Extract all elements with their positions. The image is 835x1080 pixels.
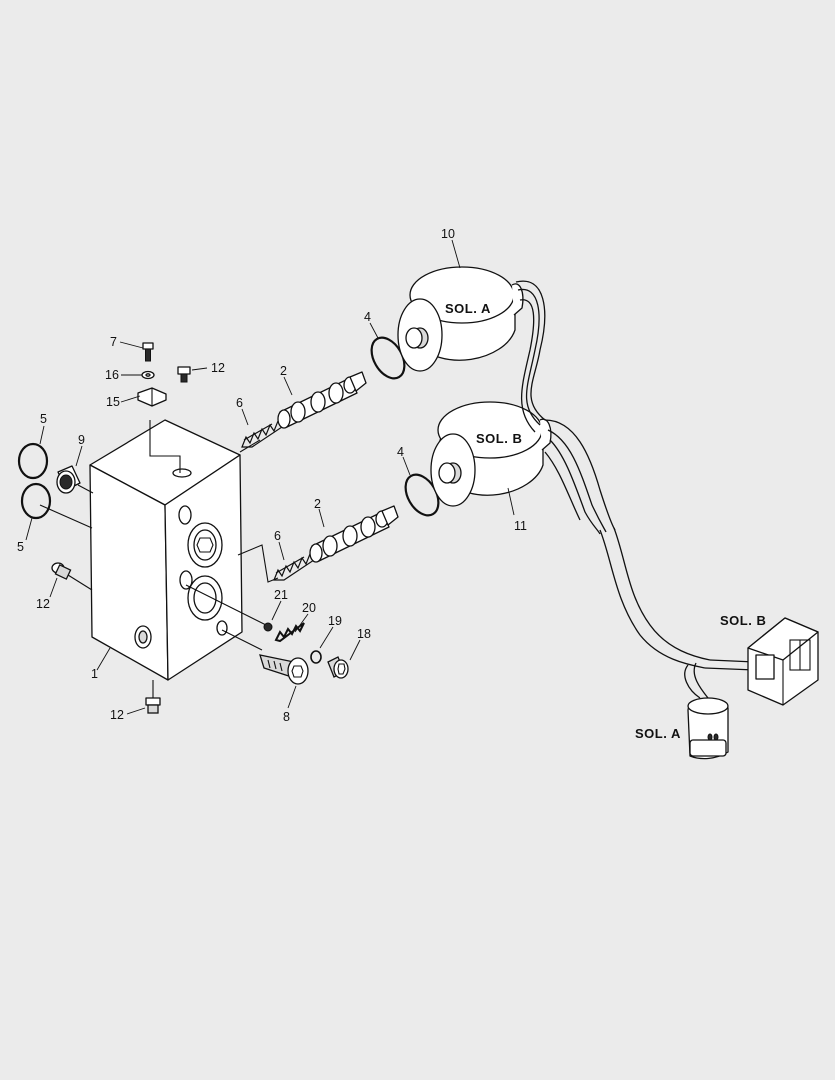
callout-12-top: 12 (211, 361, 225, 375)
callout-12-bottom: 12 (110, 708, 124, 722)
clamp-15 (137, 387, 167, 407)
callout-9: 9 (78, 433, 85, 447)
assembly-line-spool-lower (237, 544, 279, 583)
callout-1: 1 (91, 667, 98, 681)
callout-2-lower: 2 (314, 497, 321, 511)
callout-12-side: 12 (36, 597, 50, 611)
o-ring-5-lower (20, 482, 52, 520)
callout-6-lower: 6 (274, 529, 281, 543)
callout-5-lower: 5 (17, 540, 24, 554)
assembly-line-plug-9 (77, 484, 94, 494)
callout-5-upper: 5 (40, 412, 47, 426)
cap-screw-7 (142, 342, 154, 362)
spring-6-lower (273, 552, 315, 581)
assembly-line-spool-upper (239, 439, 261, 453)
o-ring-5-upper (17, 442, 49, 480)
connector-b-label: SOL. B (720, 613, 766, 628)
plug-screw-12-bottom (145, 697, 161, 714)
callout-8: 8 (283, 710, 290, 724)
assembly-line-top (149, 420, 181, 473)
callout-15: 15 (106, 395, 120, 409)
o-ring-19 (310, 650, 322, 664)
plug-9 (56, 465, 81, 494)
coil-b-label: SOL. B (476, 431, 522, 446)
assembly-line-lower-stack (185, 584, 271, 628)
assembly-line-screw-12-side (67, 574, 93, 591)
callout-6-upper: 6 (236, 396, 243, 410)
spool-2-upper (277, 371, 367, 429)
callout-20: 20 (302, 601, 316, 615)
callout-leaders (25, 239, 515, 715)
callout-4-lower: 4 (397, 445, 404, 459)
ball-21 (263, 622, 273, 632)
assembly-line-plug-8 (221, 629, 263, 651)
plug-18 (327, 656, 349, 679)
callout-2-upper: 2 (280, 364, 287, 378)
callout-7: 7 (110, 335, 117, 349)
callout-19: 19 (328, 614, 342, 628)
coil-a-label: SOL. A (445, 301, 491, 316)
solenoid-coil-a (397, 266, 524, 372)
spool-2-lower (309, 505, 399, 563)
callout-10: 10 (441, 227, 455, 241)
connector-a (687, 697, 729, 760)
valve-block (89, 419, 243, 681)
callout-18: 18 (357, 627, 371, 641)
callout-16: 16 (105, 368, 119, 382)
plug-8 (259, 654, 309, 685)
wiring-harness (515, 280, 756, 699)
plug-screw-12-side (51, 562, 72, 580)
plug-screw-12-top (177, 366, 191, 383)
callout-21: 21 (274, 588, 288, 602)
connector-b (747, 617, 819, 706)
solenoid-coil-b (430, 401, 552, 507)
spring-20 (274, 622, 305, 643)
callout-11: 11 (514, 519, 527, 533)
connector-a-label: SOL. A (635, 726, 681, 741)
callout-4-upper: 4 (364, 310, 371, 324)
